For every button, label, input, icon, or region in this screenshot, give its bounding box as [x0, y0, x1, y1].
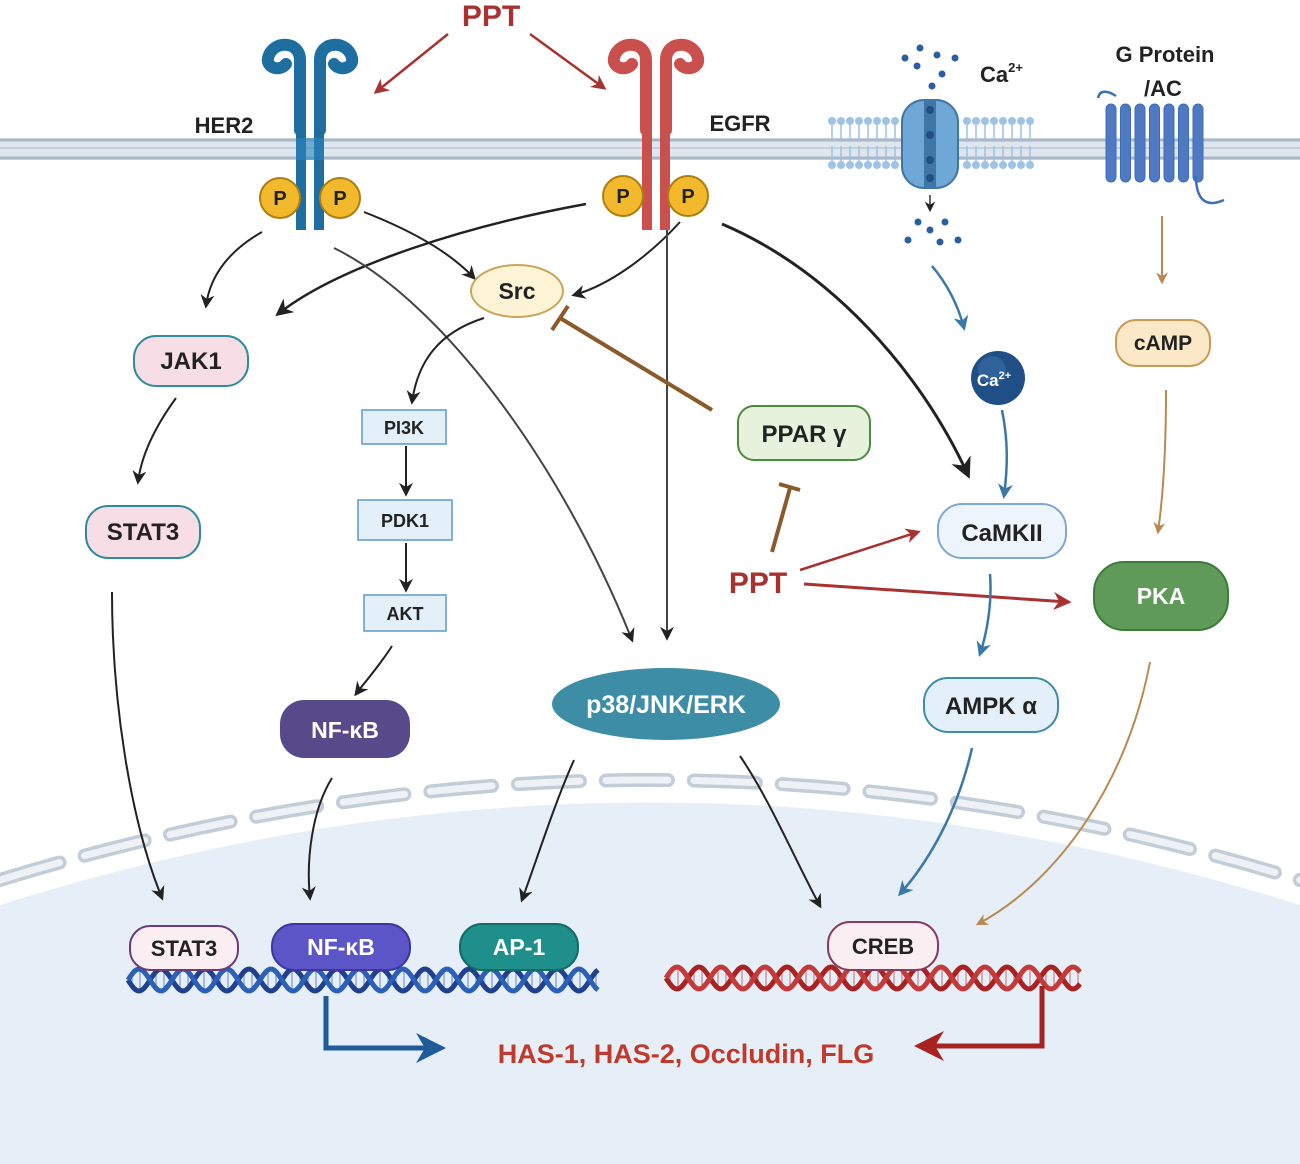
arrow-ppt-her2 — [373, 33, 449, 94]
svg-text:AP-1: AP-1 — [493, 934, 546, 960]
arrow-src-pi3k — [406, 317, 485, 405]
egfr-phosphates: P P — [602, 175, 709, 217]
arrow-egfr-camkii — [721, 222, 971, 479]
arrow-mapk-ap1 — [519, 759, 575, 903]
arrow-dna-left-genes — [323, 996, 446, 1063]
her2-receptor — [261, 38, 359, 230]
node-stat3[interactable]: STAT3 — [85, 505, 201, 559]
svg-text:NF-κB: NF-κB — [311, 717, 379, 743]
nuclear-stat3[interactable]: STAT3 — [129, 925, 239, 971]
svg-text:PPAR γ: PPAR γ — [762, 421, 848, 448]
node-pka[interactable]: PKA — [1093, 561, 1229, 631]
calcium-channel — [901, 99, 959, 213]
node-camkii[interactable]: CaMKII — [937, 503, 1067, 559]
svg-text:CaMKII: CaMKII — [961, 520, 1042, 547]
node-camp[interactable]: cAMP — [1115, 319, 1211, 367]
inhibit-ppt-ppar — [770, 482, 801, 553]
arrow-her2-mapk — [333, 247, 635, 643]
svg-text:PI3K: PI3K — [384, 418, 424, 438]
svg-text:Src: Src — [498, 278, 535, 304]
node-ppar[interactable]: PPAR γ — [737, 405, 871, 461]
her2-label: HER2 — [195, 113, 254, 138]
arrow-ppt-egfr — [529, 32, 607, 90]
svg-text:cAMP: cAMP — [1134, 332, 1192, 355]
svg-text:NF-κB: NF-κB — [307, 934, 375, 960]
arrow-ppt-pka — [803, 582, 1072, 610]
her2-phosphates: P P — [259, 177, 361, 219]
ca-channel-label: Ca2+ — [980, 60, 1023, 87]
svg-text:CREB: CREB — [852, 934, 914, 959]
svg-text:P: P — [616, 186, 629, 208]
arrow-egfr-jak1 — [275, 202, 587, 317]
node-mapk[interactable]: p38/JNK/ERK — [552, 668, 780, 740]
node-src[interactable]: Src — [470, 264, 564, 318]
arrow-dna-right-genes — [914, 986, 1045, 1061]
svg-text:Ca2+: Ca2+ — [977, 370, 1011, 390]
arrow-camkii-ampk — [976, 573, 992, 657]
lipid-bilayer — [828, 117, 1034, 169]
ppt-middle-label: PPT — [729, 567, 787, 600]
svg-text:JAK1: JAK1 — [160, 348, 221, 375]
target-genes: HAS-1, HAS-2, Occludin, FLG — [498, 1039, 875, 1069]
nuclear-nfkb[interactable]: NF-κB — [271, 923, 411, 971]
svg-text:P: P — [681, 186, 694, 208]
arrow-jak1-stat3 — [132, 397, 177, 485]
svg-text:p38/JNK/ERK: p38/JNK/ERK — [586, 691, 746, 719]
node-jak1[interactable]: JAK1 — [133, 335, 249, 387]
calcium-ions-outside — [901, 44, 959, 90]
arrow-camp-pka — [1153, 389, 1167, 535]
nuclear-ap1[interactable]: AP-1 — [459, 923, 579, 971]
arrow-ampk-creb — [898, 747, 974, 897]
arrow-ppt-camkii — [799, 528, 921, 572]
svg-text:P: P — [333, 188, 346, 210]
arrow-pka-creb — [975, 661, 1151, 926]
node-ca-ion[interactable]: Ca2+ — [971, 351, 1025, 405]
arrow-mapk-creb — [739, 755, 822, 909]
node-pdk1[interactable]: PDK1 — [357, 499, 453, 541]
arrow-akt-nfkb — [354, 645, 393, 697]
egfr-label: EGFR — [709, 111, 770, 136]
arrow-her2-src — [363, 211, 476, 281]
node-nfkb[interactable]: NF-κB — [280, 700, 410, 758]
g-protein-label-2: /AC — [1144, 76, 1182, 101]
svg-text:PKA: PKA — [1137, 583, 1186, 609]
arrow-nfkb-nucleus — [301, 777, 333, 901]
node-ampk[interactable]: AMPK α — [923, 677, 1059, 733]
svg-text:PDK1: PDK1 — [381, 511, 429, 531]
arrow-ca-camkii — [998, 409, 1013, 499]
svg-text:AMPK α: AMPK α — [945, 693, 1037, 720]
ppt-top-label: PPT — [462, 0, 520, 33]
calcium-ions-inside — [904, 218, 962, 246]
svg-text:P: P — [273, 188, 286, 210]
arrow-ca-influx — [931, 265, 969, 331]
arrow-her2-jak1 — [200, 231, 263, 309]
node-akt[interactable]: AKT — [363, 594, 447, 632]
arrow-egfr-src — [571, 221, 681, 299]
g-protein-receptor — [1096, 90, 1225, 205]
svg-text:STAT3: STAT3 — [151, 936, 217, 961]
svg-text:AKT: AKT — [387, 604, 424, 624]
egfr-receptor — [607, 38, 705, 230]
nuclear-creb[interactable]: CREB — [827, 921, 939, 971]
inhibit-ppar-src — [550, 304, 714, 412]
g-protein-label-1: G Protein — [1115, 42, 1214, 67]
nucleus — [0, 773, 1300, 1164]
node-pi3k[interactable]: PI3K — [361, 409, 447, 445]
svg-text:STAT3: STAT3 — [107, 519, 179, 546]
arrow-stat3-nucleus — [111, 591, 165, 901]
